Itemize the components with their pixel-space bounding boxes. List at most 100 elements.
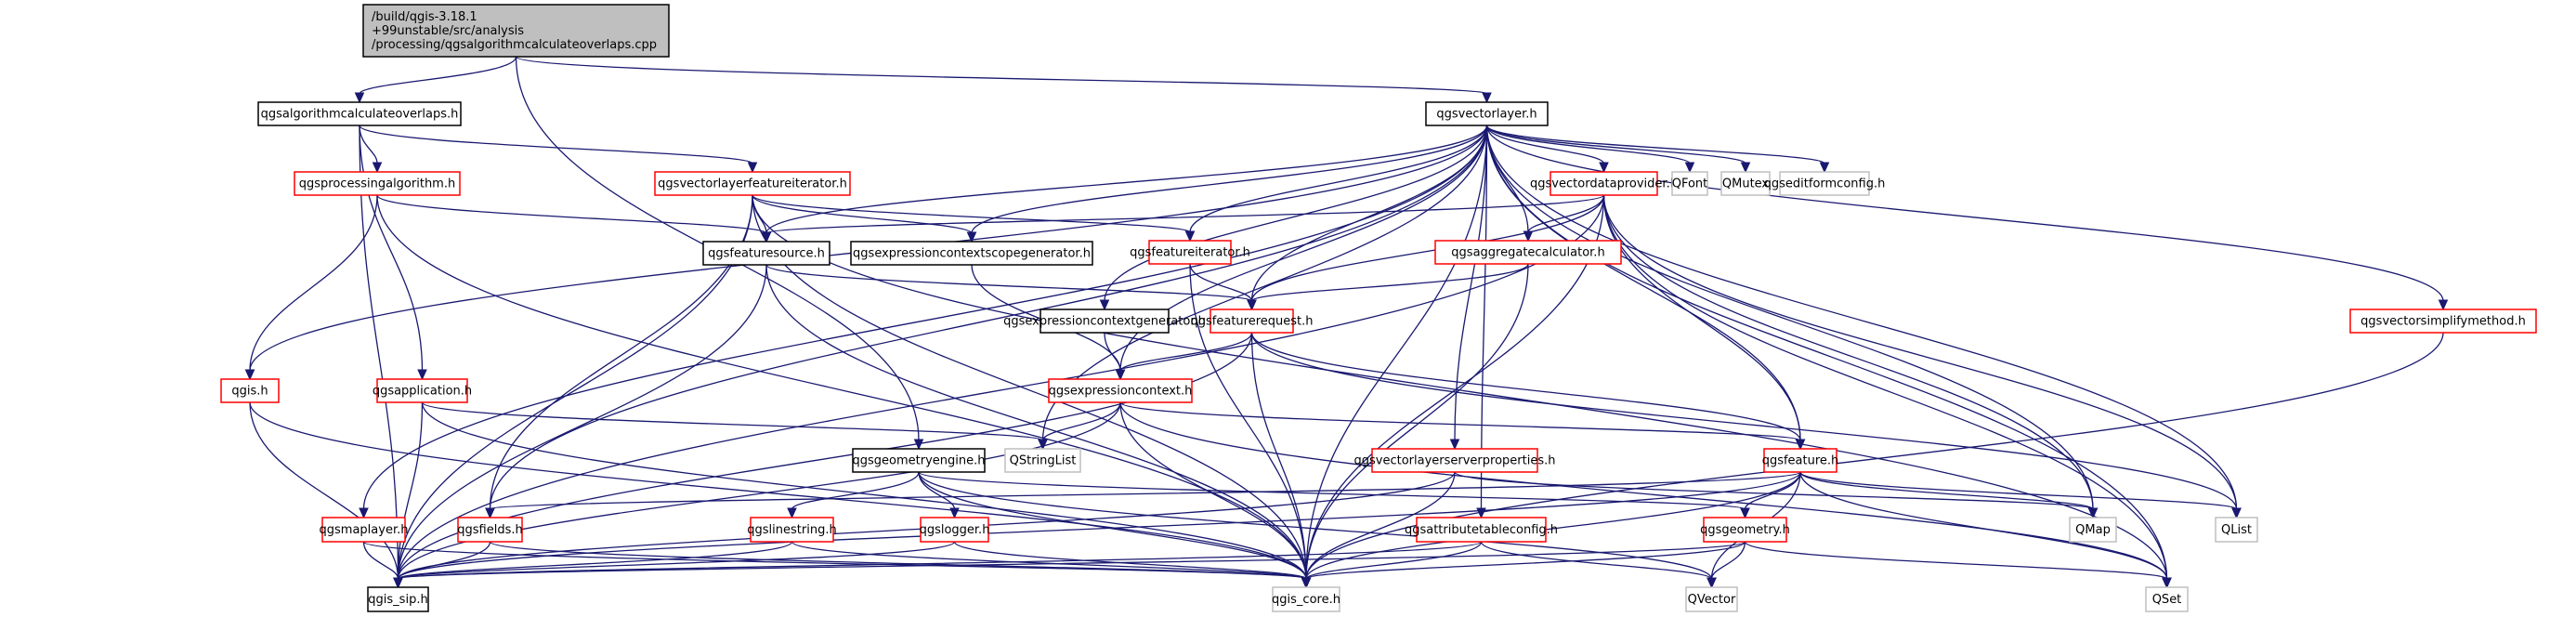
node-label: qgsvectorlayerserverproperties.h (1354, 454, 1556, 468)
node-vlserverprops-h[interactable]: qgsvectorlayerserverproperties.h (1354, 448, 1556, 473)
edge-vectorlayer_h-to-exprctxgen_h (1104, 125, 1488, 302)
edge-maplayer_h-to-qgis_sip_h (362, 541, 399, 580)
node-label: QStringList (1010, 454, 1077, 468)
edge-vectorsimplifymethod_h-to-qgis_core_h (1305, 332, 2444, 580)
node-geometry-h[interactable]: qgsgeometry.h (1700, 517, 1790, 543)
edge-feature_h-to-QList (1799, 471, 2238, 510)
node-featureiterator-h[interactable]: qgsfeatureiterator.h (1130, 240, 1250, 265)
node-label: qgslogger.h (920, 523, 990, 537)
arrowhead-vectordataprovider_h-to-aggregatecalculator_h (1523, 230, 1534, 243)
edge-vlserverprops_h-to-QMap (1454, 471, 2094, 510)
arrowhead-vectorlayer_h-to-editformconfig_h (1819, 162, 1830, 174)
node-label: /build/qgis-3.18.1 (372, 10, 477, 24)
node-label: QMap (2075, 523, 2111, 537)
node-exprctxscopegen-h[interactable]: qgsexpressioncontextscopegenerator.h (850, 241, 1093, 266)
node-box (1371, 448, 1538, 473)
node-attrtableconfig-h[interactable]: qgsattributetableconfig.h (1405, 517, 1558, 543)
node-vlfeatureiterator-h[interactable]: qgsvectorlayerfeatureiterator.h (654, 171, 851, 196)
node-QList: QList (2215, 517, 2258, 543)
edge-exprctx_h-to-qgis_sip_h (397, 401, 1121, 580)
edge-aggregatecalculator_h-to-qgis_core_h (1305, 263, 1529, 580)
node-label: qgis_sip.h (368, 593, 427, 607)
node-calcoverlaps-h[interactable]: qgsalgorithmcalculateoverlaps.h (257, 101, 462, 126)
node-label: qgslinestring.h (747, 523, 836, 537)
edge-logger_h-to-qgis_sip_h (397, 541, 956, 580)
arrowhead-vlfeatureiterator_h-to-featureiterator_h (1184, 230, 1196, 243)
arrowhead-featurerequest_h-to-exprctx_h (1115, 369, 1126, 381)
edge-geometryengine_h-to-linestring_h (791, 471, 920, 510)
arrowhead-vectorlayer_h-to-QFont (1684, 162, 1695, 174)
arrowhead-geometry_h-to-qgis_sip_h (393, 577, 403, 589)
node-vectorlayer-h[interactable]: qgsvectorlayer.h (1425, 101, 1549, 126)
arrowhead-feature_h-to-fields_h (485, 507, 495, 519)
node-aggregatecalculator-h[interactable]: qgsaggregatecalculator.h (1434, 240, 1622, 265)
edge-featurerequest_h-to-exprctx_h (1119, 332, 1253, 372)
node-box (2215, 517, 2258, 543)
node-label: qgsfeaturesource.h (708, 247, 825, 261)
node-exprctx-h[interactable]: qgsexpressioncontext.h (1048, 378, 1193, 403)
node-vectorsimplifymethod-h[interactable]: qgsvectorsimplifymethod.h (2349, 308, 2537, 334)
edge-feature_h-to-QSet (1799, 471, 2168, 580)
arrowhead-geometry_h-to-qgis_core_h (1301, 577, 1312, 589)
edge-application_h-to-qgis_sip_h (397, 401, 424, 580)
node-qgis-sip-h[interactable]: qgis_sip.h (367, 586, 429, 612)
edge-processingalgorithm_h-to-featuresource_h (376, 194, 767, 234)
node-maplayer-h[interactable]: qgsmaplayer.h (320, 517, 409, 543)
edge-feature_h-to-QMap (1799, 471, 2094, 510)
edge-exprctx_h-to-QSet (1119, 401, 2168, 580)
edge-fields_h-to-qgis_core_h (489, 541, 1307, 580)
edge-vectorlayer_h-to-attrtableconfig_h (1480, 125, 1488, 510)
node-featuresource-h[interactable]: qgsfeaturesource.h (702, 241, 830, 266)
arrowhead-calcoverlaps_h-to-processingalgorithm_h (372, 162, 383, 174)
node-vectordataprovider-h[interactable]: qgsvectordataprovider.h (1530, 171, 1678, 196)
arrowhead-exprctx_h-to-feature_h (1795, 439, 1806, 451)
edge-root-to-vectorlayer_h (515, 56, 1488, 95)
edge-vectorlayer_h-to-vectordataprovider_h (1485, 125, 1605, 164)
node-box (1671, 171, 1708, 196)
arrowhead-vectorlayer_h-to-QMutex (1740, 162, 1751, 174)
node-label: qgseditformconfig.h (1764, 177, 1886, 191)
edge-featurerequest_h-to-QList (1250, 332, 2238, 510)
node-qgis-h[interactable]: qgis.h (220, 378, 280, 403)
node-logger-h[interactable]: qgslogger.h (920, 517, 990, 543)
edge-featureiterator_h-to-featurerequest_h (1189, 263, 1253, 302)
node-box (750, 517, 834, 543)
arrowhead-calcoverlaps_h-to-vlfeatureiterator_h (747, 162, 758, 174)
node-box (1550, 171, 1658, 196)
node-root[interactable]: /build/qgis-3.18.1+99unstable/src/analys… (362, 4, 670, 58)
node-label: qgsalgorithmcalculateoverlaps.h (261, 108, 459, 122)
node-application-h[interactable]: qgsapplication.h (373, 378, 472, 403)
node-label: qgsfeaturerequest.h (1191, 315, 1314, 329)
node-label: qgsvectordataprovider.h (1530, 177, 1678, 191)
node-feature-h[interactable]: qgsfeature.h (1762, 448, 1839, 473)
node-geometryengine-h[interactable]: qgsgeometryengine.h (852, 448, 986, 473)
node-linestring-h[interactable]: qgslinestring.h (747, 517, 837, 543)
edge-vlserverprops_h-to-qgis_core_h (1305, 471, 1456, 580)
node-label: qgis_core.h (1272, 593, 1340, 607)
edge-vectordataprovider_h-to-qgis_sip_h (397, 194, 1605, 580)
node-featurerequest-h[interactable]: qgsfeaturerequest.h (1191, 308, 1314, 334)
edge-vectorlayer_h-to-qgis_core_h (1305, 125, 1488, 580)
node-box (2349, 308, 2537, 334)
node-exprctxgen-h[interactable]: qgsexpressioncontextgenerator.h (1003, 308, 1206, 334)
node-processingalgorithm-h[interactable]: qgsprocessingalgorithm.h (294, 171, 461, 196)
node-label: qgsfields.h (457, 523, 522, 537)
edge-calcoverlaps_h-to-processingalgorithm_h (359, 125, 378, 164)
edge-calcoverlaps_h-to-application_h (359, 125, 424, 372)
edge-exprctx_h-to-QStringList (1041, 401, 1121, 441)
edge-vectorlayer_h-to-featuresource_h (765, 125, 1488, 234)
edge-root-to-calcoverlaps_h (359, 56, 517, 95)
arrowhead-geometry_h-to-QSet (2162, 577, 2172, 589)
node-label: qgsvectorlayerfeatureiterator.h (658, 177, 847, 191)
edge-logger_h-to-qgis_core_h (953, 541, 1307, 580)
arrowhead-root-to-vectorlayer_h (1482, 92, 1492, 104)
edge-vectordataprovider_h-to-QList (1602, 194, 2238, 510)
node-label: qgsmaplayer.h (320, 523, 409, 537)
node-fields-h[interactable]: qgsfields.h (457, 517, 523, 543)
arrowhead-feature_h-to-QMap (2087, 507, 2099, 519)
nodes-layer: /build/qgis-3.18.1+99unstable/src/analys… (220, 4, 2537, 612)
node-box (920, 517, 989, 543)
node-box (1703, 517, 1787, 543)
arrowhead-vlfeatureiterator_h-to-exprctxscopegen_h (966, 231, 977, 243)
arrowhead-vectorlayer_h-to-vectorsimplifymethod_h (2438, 299, 2449, 311)
